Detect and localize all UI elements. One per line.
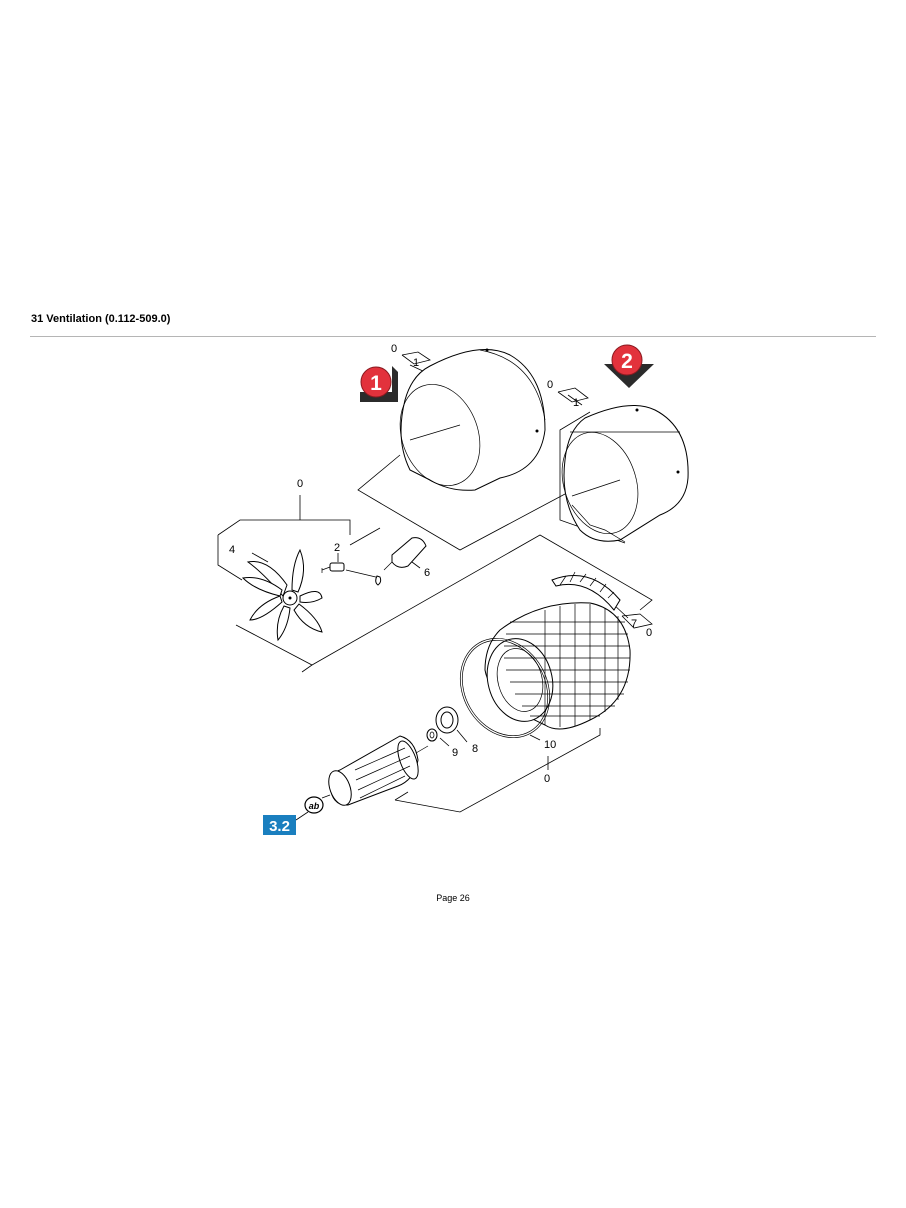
section-reference-label: 3.2 (269, 818, 290, 835)
fan-wheel (241, 548, 323, 642)
title-divider (30, 336, 876, 337)
callout-bearing: 8 (472, 743, 478, 755)
variant-marker-1-label: 1 (370, 372, 382, 395)
lubricant-symbol-label: ab (309, 801, 320, 811)
callout-ring: 10 (544, 739, 556, 751)
adhesive-bottle (375, 537, 427, 586)
callout-washer: 9 (452, 747, 458, 759)
page-number: Page 26 (436, 893, 470, 903)
callout-labels: 0 1 0 1 0 4 2 6 7 0 10 8 9 0 (229, 343, 653, 785)
callout-cover2-item: 1 (573, 397, 579, 409)
callout-cover1-item: 1 (413, 357, 419, 369)
callout-segment-kit: 0 (646, 627, 652, 639)
callout-adhesive: 6 (424, 567, 430, 579)
ball-bearing (435, 706, 459, 734)
variant-marker-1: 1 (360, 366, 398, 402)
air-guide-segment (551, 571, 621, 611)
fan-cover-2 (561, 405, 689, 543)
washer (426, 728, 438, 742)
lubricant-symbol: ab (304, 796, 324, 814)
callout-stator-kit: 0 (544, 773, 550, 785)
callout-cover1-kit: 0 (391, 343, 397, 355)
fan-cover-1 (399, 348, 546, 491)
callout-fan-kit: 0 (297, 478, 303, 490)
variant-marker-2: 2 (604, 344, 654, 388)
callout-cover2-kit: 0 (547, 379, 553, 391)
stator-housing (484, 602, 631, 730)
callout-screw: 2 (334, 542, 340, 554)
screw (321, 562, 381, 579)
rotor (321, 735, 429, 806)
section-reference-badge: 3.2 (263, 815, 296, 835)
callout-segment-item: 7 (631, 618, 637, 630)
callout-fan: 4 (229, 544, 235, 556)
o-ring-inner (461, 639, 549, 737)
variant-marker-2-label: 2 (621, 350, 633, 373)
page-title: 31 Ventilation (0.112-509.0) (31, 313, 171, 325)
o-ring (459, 637, 551, 739)
